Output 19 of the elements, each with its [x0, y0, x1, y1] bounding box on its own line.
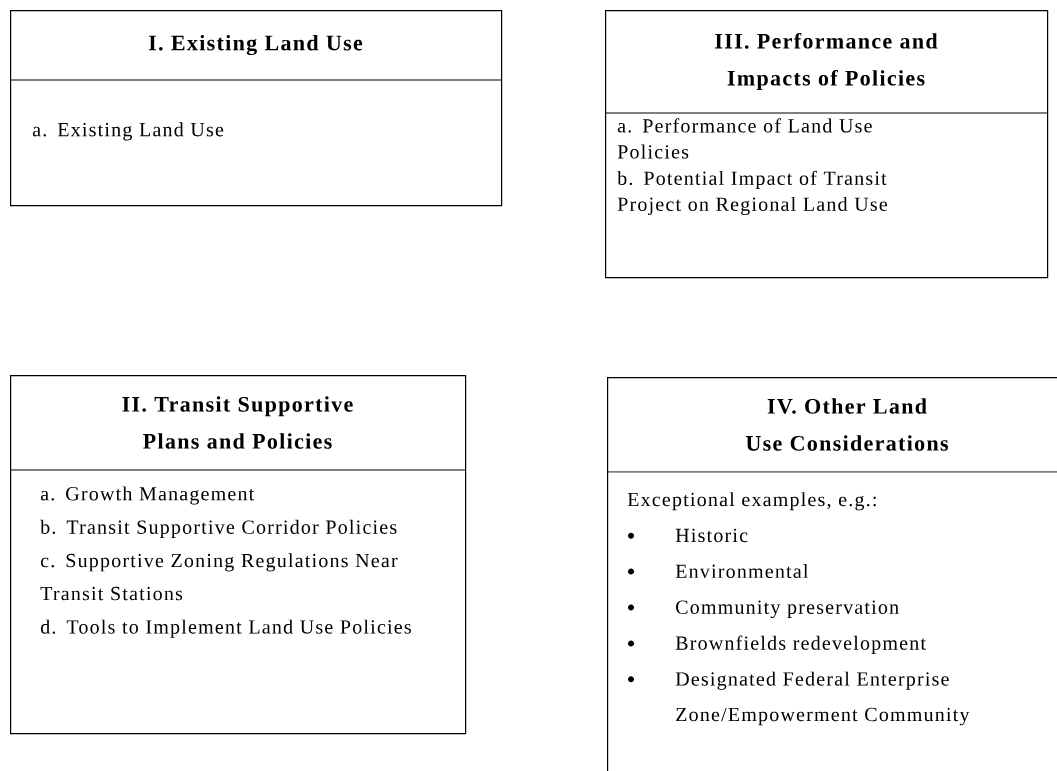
list-item: b. Potential Impact of Transit Project on Regional Land Use [617, 170, 888, 216]
list-item: a. Existing Land Use [32, 122, 224, 141]
list-item: Designated Federal Enterprise Zone/Empowerment Community [628, 671, 970, 726]
list-item: d. Tools to Implement Land Use Policies [40, 619, 411, 638]
list-item: Exceptional examples, e.g.: [627, 492, 876, 511]
list-box [607, 377, 1057, 771]
box-heading: II. Transit Supportive Plans and Policies [122, 396, 353, 449]
list-item: b. Transit Supportive Corridor Policies [40, 519, 397, 538]
list-box [10, 10, 503, 207]
list-item: Historic [628, 528, 748, 543]
list-box [10, 375, 467, 735]
list-box [605, 10, 1049, 279]
box-heading: IV. Other Land Use Considerations [746, 398, 949, 451]
box-heading: I. Existing Land Use [148, 34, 363, 56]
list-item: Brownfields redevelopment [628, 635, 926, 654]
list-item: Community preservation [628, 600, 899, 619]
list-item: a. Growth Management [40, 486, 255, 505]
list-item: Environmental [628, 564, 809, 579]
box-heading: III. Performance and Impacts of Policies [715, 32, 938, 91]
